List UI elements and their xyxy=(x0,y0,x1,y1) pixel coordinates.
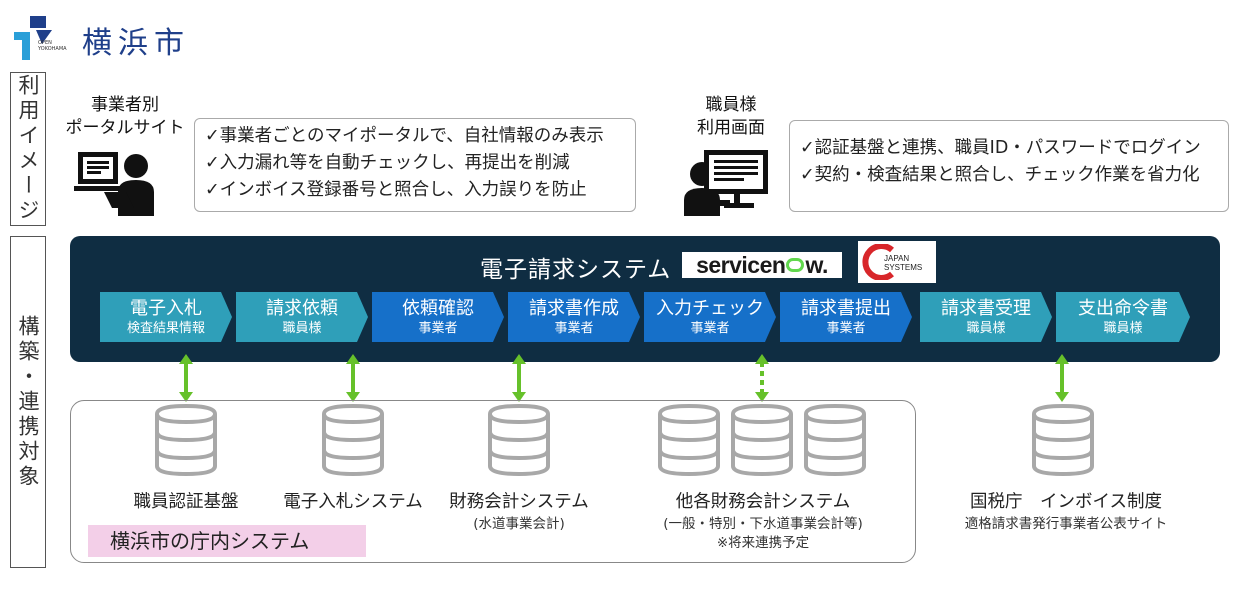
business-user-at-monitor-icon xyxy=(74,152,154,216)
db-sub-nta-invoice: 適格請求書発行事業者公表サイト xyxy=(964,516,1168,532)
business-portal-label: 事業者別 ポータルサイト xyxy=(65,95,185,138)
logo-mark-text: OPEN YOKOHAMA xyxy=(38,40,67,52)
japan-systems-c-icon xyxy=(862,244,894,280)
business-point-2: ✓入力漏れ等を自動チェックし、再提出を削減 xyxy=(205,153,570,173)
step-request-confirmation: 依頼確認 事業者 xyxy=(372,292,504,342)
step-invoice-submission: 請求書提出 事業者 xyxy=(780,292,912,342)
staff-screen-label: 職員様 利用画面 xyxy=(697,95,765,138)
db-label-electronic-bidding: 電子入札システム xyxy=(283,492,423,512)
db-label-other-financial: 他各財務会計システム xyxy=(675,492,851,512)
database-icon xyxy=(731,404,793,476)
business-point-1: ✓事業者ごとのマイポータルで、自社情報のみ表示 xyxy=(205,126,604,146)
db-sub-financial-accounting: (水道事業会計) xyxy=(473,516,565,532)
step-payment-order: 支出命令書 職員様 xyxy=(1056,292,1190,342)
step-invoice-request: 請求依頼 職員様 xyxy=(236,292,368,342)
database-icon xyxy=(658,404,720,476)
db-label-financial-accounting: 財務会計システム xyxy=(449,492,589,512)
japan-systems-logo: JAPAN SYSTEMS xyxy=(858,241,936,283)
servicenow-o-icon xyxy=(786,258,805,272)
database-icon xyxy=(804,404,866,476)
side-label-usage: 利用イメージ xyxy=(16,74,40,224)
db-label-staff-auth: 職員認証基盤 xyxy=(133,492,239,512)
logo-text: 横浜市 xyxy=(82,26,190,61)
system-title: 電子請求システム xyxy=(480,257,672,283)
staff-user-at-monitor-icon xyxy=(684,150,768,216)
database-icon xyxy=(488,404,550,476)
side-label-build-box: 構築・連携対象 xyxy=(10,236,46,568)
business-point-3: ✓インボイス登録番号と照合し、入力誤りを防止 xyxy=(205,180,587,200)
staff-point-2: ✓契約・検査結果と照合し、チェック作業を省力化 xyxy=(800,165,1200,185)
db-note-future-integration: ※将来連携予定 xyxy=(716,535,810,551)
database-icon xyxy=(1032,404,1094,476)
database-icon xyxy=(322,404,384,476)
db-sub-other-financial: (一般・特別・下水道事業会計等) xyxy=(663,516,863,532)
step-invoice-creation: 請求書作成 事業者 xyxy=(508,292,640,342)
step-input-check: 入力チェック 事業者 xyxy=(644,292,776,342)
side-label-build: 構築・連携対象 xyxy=(16,314,40,490)
city-internal-systems-box xyxy=(70,400,916,563)
staff-screen-points: ✓認証基盤と連携、職員ID・パスワードでログイン ✓契約・検査結果と照合し、チェ… xyxy=(789,120,1229,212)
database-icon xyxy=(155,404,217,476)
side-label-usage-box: 利用イメージ xyxy=(10,72,46,226)
step-electronic-bidding: 電子入札 検査結果情報 xyxy=(100,292,232,342)
business-portal-points: ✓事業者ごとのマイポータルで、自社情報のみ表示 ✓入力漏れ等を自動チェックし、再… xyxy=(194,118,636,212)
staff-point-1: ✓認証基盤と連携、職員ID・パスワードでログイン xyxy=(800,138,1201,158)
yokohama-logo-icon xyxy=(14,16,52,60)
city-internal-systems-label: 横浜市の庁内システム xyxy=(88,525,366,557)
db-label-nta-invoice: 国税庁 インボイス制度 xyxy=(970,492,1162,512)
step-invoice-receipt: 請求書受理 職員様 xyxy=(920,292,1052,342)
